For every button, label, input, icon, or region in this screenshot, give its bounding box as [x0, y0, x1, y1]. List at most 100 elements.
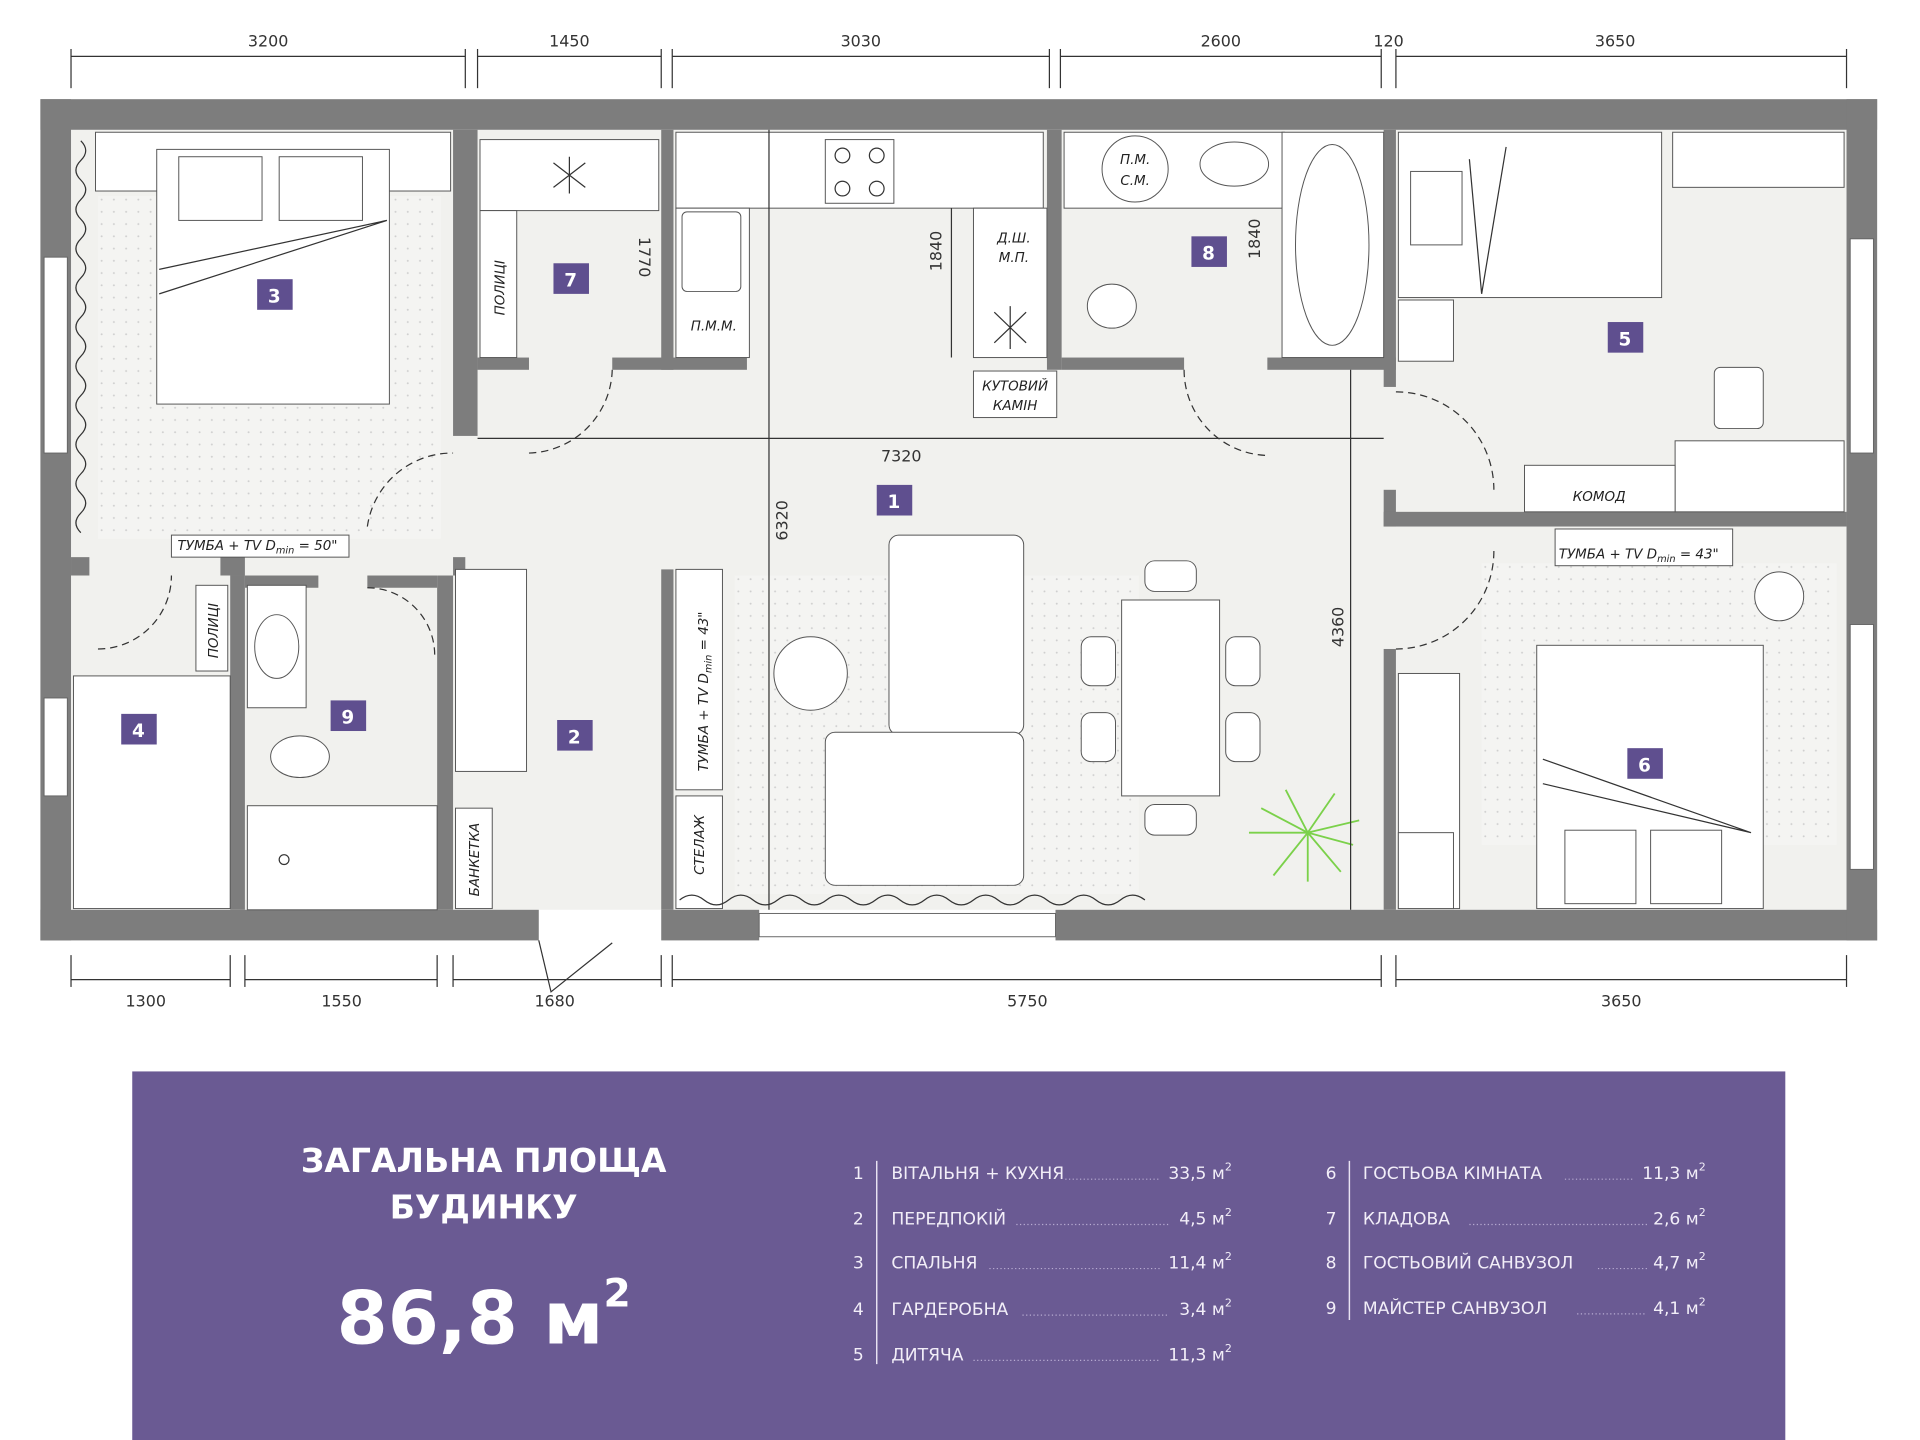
svg-text:33,5 м2: 33,5 м2 [1168, 1161, 1232, 1185]
room-markers: 1 2 3 4 5 6 7 8 9 [121, 236, 1663, 779]
legend-item: 7 КЛАДОВА 2,6 м2 [1326, 1206, 1706, 1230]
wardrobe-hall [455, 568, 528, 772]
summary-panel: ЗАГАЛЬНА ПЛОЩА БУДИНКУ 86,8 м2 1 ВІТАЛЬН… [132, 1071, 1786, 1440]
shower-master [246, 805, 438, 911]
summary-title-1: ЗАГАЛЬНА ПЛОЩА [301, 1141, 667, 1180]
svg-text:ВІТАЛЬНЯ + КУХНЯ: ВІТАЛЬНЯ + КУХНЯ [891, 1164, 1064, 1184]
window-guest [1849, 624, 1874, 870]
window-bedroom [43, 256, 68, 454]
legend-item: 2 ПЕРЕДПОКІЙ 4,5 м2 [853, 1206, 1232, 1230]
svg-text:6: 6 [1638, 755, 1651, 776]
room-marker-1: 1 [876, 484, 913, 516]
sink-guest-bath [1199, 141, 1270, 187]
room-marker-7: 7 [553, 263, 589, 294]
total-area: 86,8 м2 [337, 1272, 631, 1362]
dresser-label: КОМОД [1573, 490, 1626, 505]
dim-top-2: 1450 [549, 32, 589, 51]
radiator-kids [1672, 131, 1845, 188]
dishwasher-label: П.М.М. [691, 320, 737, 335]
svg-text:4: 4 [853, 1300, 864, 1320]
tv-stand-bedroom [170, 534, 350, 558]
room-marker-2: 2 [557, 720, 593, 751]
svg-text:6: 6 [1326, 1164, 1337, 1184]
dim-living-depth: 6320 [772, 500, 791, 540]
walls [40, 99, 1878, 941]
legend-item: 5 ДИТЯЧА 11,3 м2 [853, 1342, 1232, 1366]
fireplace-label-2: КАМІН [993, 399, 1037, 414]
svg-text:11,3 м2: 11,3 м2 [1168, 1342, 1232, 1366]
toilet-guest [1086, 283, 1137, 329]
shelves-label-wardrobe: ПОЛИЦІ [207, 603, 222, 658]
room-marker-6: 6 [1627, 748, 1663, 779]
svg-text:4,5 м2: 4,5 м2 [1179, 1206, 1232, 1230]
svg-text:ГОСТЬОВА КІМНАТА: ГОСТЬОВА КІМНАТА [1363, 1164, 1543, 1184]
washer-icon [1101, 135, 1169, 203]
sofa-back [888, 534, 1025, 736]
svg-text:5: 5 [1619, 329, 1632, 350]
legend-item: 1 ВІТАЛЬНЯ + КУХНЯ 33,5 м2 [853, 1161, 1232, 1185]
svg-text:9: 9 [1326, 1299, 1337, 1319]
svg-text:ГОСТЬОВИЙ САНВУЗОЛ: ГОСТЬОВИЙ САНВУЗОЛ [1363, 1252, 1573, 1274]
svg-text:1: 1 [853, 1164, 864, 1184]
svg-text:7: 7 [564, 271, 577, 292]
chair-kids [1713, 366, 1764, 430]
bench-box [455, 807, 493, 910]
door-kids [1395, 391, 1495, 490]
svg-text:4,1 м2: 4,1 м2 [1653, 1295, 1706, 1319]
svg-text:3: 3 [268, 286, 281, 307]
fireplace-box [972, 370, 1058, 419]
room-marker-8: 8 [1191, 236, 1227, 267]
fireplace-label-1: КУТОВИЙ [982, 377, 1048, 395]
room-marker-5: 5 [1607, 322, 1644, 353]
dim-top-4: 2600 [1201, 32, 1241, 51]
door-storage [528, 369, 613, 454]
tv-stand-guest [1554, 528, 1734, 567]
dining-table [1121, 599, 1221, 797]
dim-top-6: 3650 [1595, 32, 1635, 51]
svg-text:11,4 м2: 11,4 м2 [1168, 1250, 1232, 1274]
summary-background [132, 1071, 1786, 1440]
coffee-table [773, 636, 848, 711]
dim-top-5: 120 [1373, 32, 1403, 51]
svg-text:КЛАДОВА: КЛАДОВА [1363, 1209, 1450, 1229]
dim-top-3: 3030 [841, 32, 881, 51]
svg-text:ПЕРЕДПОКІЙ: ПЕРЕДПОКІЙ [891, 1207, 1006, 1229]
door-entrance [538, 940, 613, 993]
rack-box [675, 795, 723, 910]
summary-title-2: БУДИНКУ [390, 1187, 578, 1226]
floor-plan: 1 2 3 4 5 6 7 8 9 ПОЛИЦІ ПОЛИЦІ П.М.М. Д… [40, 99, 1878, 993]
dim-kitchen-depth: 1840 [927, 231, 946, 271]
dim-hall-depth: 4360 [1328, 607, 1347, 647]
room-marker-9: 9 [330, 700, 367, 732]
curtain-living [679, 894, 1146, 906]
legend-item: 3 СПАЛЬНЯ 11,4 м2 [853, 1250, 1232, 1274]
dim-bottom-2: 1550 [321, 992, 361, 1011]
window-wardrobe [43, 697, 68, 797]
curtain-bedroom [75, 140, 87, 534]
tv-label-bedroom: ТУМБА + TV Dmin = 50" [178, 539, 338, 557]
svg-text:ДИТЯЧА: ДИТЯЧА [891, 1345, 963, 1365]
door-wardrobe [97, 575, 173, 650]
toilet-master [270, 735, 330, 779]
tv-stand-living [675, 568, 723, 791]
top-dimensions: 3200 1450 3030 2600 120 3650 [70, 32, 1848, 89]
doors [97, 369, 1495, 993]
tv-label-guest: ТУМБА + TV Dmin = 43" [1559, 547, 1719, 565]
window-kids [1849, 238, 1874, 454]
svg-text:1: 1 [887, 492, 900, 513]
desk-kids [1674, 440, 1845, 513]
legend-item: 8 ГОСТЬОВИЙ САНВУЗОЛ 4,7 м2 [1326, 1250, 1706, 1274]
svg-text:МАЙСТЕР САНВУЗОЛ: МАЙСТЕР САНВУЗОЛ [1363, 1297, 1547, 1319]
svg-text:11,3 м2: 11,3 м2 [1642, 1161, 1706, 1185]
wardrobe-rail [72, 675, 231, 910]
legend-item: 6 ГОСТЬОВА КІМНАТА 11,3 м2 [1326, 1161, 1706, 1185]
dim-bottom-3: 1680 [534, 992, 574, 1011]
sofa-corner [824, 731, 1025, 886]
door-guest-bath [1183, 369, 1270, 457]
shelves-label: ПОЛИЦІ [493, 260, 508, 315]
dresser-box [1524, 464, 1676, 513]
cooktop-icon [824, 139, 895, 204]
svg-text:2: 2 [568, 727, 581, 748]
svg-text:4: 4 [132, 721, 145, 742]
side-table-guest [1754, 571, 1805, 622]
